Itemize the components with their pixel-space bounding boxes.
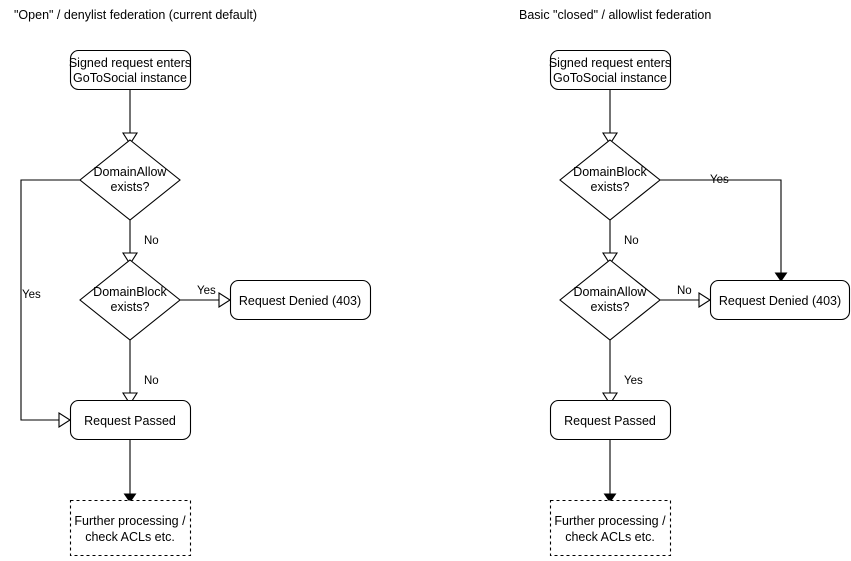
arrowhead-open-icon	[121, 392, 139, 406]
edge-domainblock-no-left: No	[121, 340, 159, 406]
arrowhead-open-icon	[601, 392, 619, 406]
request-denied-label-right: Request Denied (403)	[719, 294, 841, 308]
arrowhead-open-icon	[698, 291, 712, 309]
decision-domainblock-right-line1: DomainBlock	[573, 165, 647, 179]
edge-label-domainblock-no-right: No	[624, 235, 639, 247]
diagram-title-right: Basic "closed" / allowlist federation	[519, 8, 711, 22]
request-denied-label-left: Request Denied (403)	[239, 294, 361, 308]
decision-domainallow-left-line2: exists?	[111, 180, 150, 194]
decision-domainallow-right-line1: DomainAllow	[574, 285, 648, 299]
edge-label-domainblock-yes-right: Yes	[710, 174, 729, 186]
edge-label-domainblock-yes-left: Yes	[197, 285, 216, 297]
node-request-denied-right[interactable]: Request Denied (403)	[709, 279, 851, 321]
arrowhead-open-icon	[601, 252, 619, 266]
edge-domainblock-yes-left: Yes	[180, 285, 232, 309]
node-request-denied-left[interactable]: Request Denied (403)	[229, 279, 372, 321]
edge-passed-to-further-right	[603, 439, 617, 503]
arrowhead-open-icon	[601, 132, 619, 146]
edge-domainallow-no-left: No	[121, 220, 159, 266]
decision-domainblock-left-line2: exists?	[111, 300, 150, 314]
start-box-right-line1: Signed request enters	[549, 56, 671, 70]
further-processing-right-line2: check ACLs etc.	[565, 530, 655, 544]
further-processing-box-right[interactable]	[549, 499, 672, 557]
diagram-open-denylist: "Open" / denylist federation (current de…	[14, 8, 372, 557]
node-request-passed-right[interactable]: Request Passed	[549, 399, 672, 441]
edge-passed-to-further-left	[123, 439, 137, 503]
edge-label-domainallow-yes-left: Yes	[22, 289, 41, 301]
arrowhead-solid-icon	[123, 493, 137, 503]
arrowhead-open-icon	[121, 252, 139, 266]
node-request-passed-left[interactable]: Request Passed	[69, 399, 192, 441]
arrowhead-open-icon	[121, 132, 139, 146]
request-passed-label-right: Request Passed	[564, 414, 656, 428]
decision-domainallow-right-line2: exists?	[591, 300, 630, 314]
node-start-right[interactable]: Signed request enters GoToSocial instanc…	[549, 49, 671, 91]
request-denied-box-left[interactable]	[229, 279, 372, 321]
edge-label-domainallow-no-right: No	[677, 285, 692, 297]
edge-domainallow-no-right: No	[660, 285, 712, 309]
start-box-right-line2: GoToSocial instance	[553, 71, 667, 85]
further-processing-box-left[interactable]	[69, 499, 192, 557]
edge-domainblock-yes-right: Yes	[660, 174, 788, 282]
node-decision-domainblock-left[interactable]: DomainBlock exists?	[79, 259, 181, 341]
request-denied-box-right[interactable]	[709, 279, 851, 321]
further-processing-right-line1: Further processing /	[554, 514, 666, 528]
start-box-left-line2: GoToSocial instance	[73, 71, 187, 85]
node-decision-domainallow-left[interactable]: DomainAllow exists?	[79, 139, 181, 221]
decision-domainblock-left-line1: DomainBlock	[93, 285, 167, 299]
request-passed-label-left: Request Passed	[84, 414, 176, 428]
edge-label-domainblock-no-left: No	[144, 375, 159, 387]
arrowhead-solid-icon	[774, 272, 788, 282]
decision-domainallow-left-line1: DomainAllow	[94, 165, 168, 179]
edge-domainallow-yes-right: Yes	[601, 340, 643, 406]
edge-start-to-domainallow	[121, 89, 139, 146]
node-decision-domainblock-right[interactable]: DomainBlock exists?	[559, 139, 661, 221]
decision-domainblock-right-line2: exists?	[591, 180, 630, 194]
edge-label-domainallow-yes-right: Yes	[624, 375, 643, 387]
arrowhead-open-icon	[58, 411, 72, 429]
further-processing-left-line2: check ACLs etc.	[85, 530, 175, 544]
arrowhead-open-icon	[218, 291, 232, 309]
edge-start-to-domainblock-right	[601, 89, 619, 146]
start-box-left-line1: Signed request enters	[69, 56, 191, 70]
node-decision-domainallow-right[interactable]: DomainAllow exists?	[559, 259, 661, 341]
further-processing-left-line1: Further processing /	[74, 514, 186, 528]
diagram-closed-allowlist: Basic "closed" / allowlist federation Si…	[519, 8, 851, 557]
edge-domainblock-no-right: No	[601, 220, 639, 266]
node-start-left[interactable]: Signed request enters GoToSocial instanc…	[69, 49, 191, 91]
edge-label-domainallow-no-left: No	[144, 235, 159, 247]
node-further-processing-right[interactable]: Further processing / check ACLs etc.	[549, 499, 672, 557]
diagram-title-left: "Open" / denylist federation (current de…	[14, 8, 257, 22]
arrowhead-solid-icon	[603, 493, 617, 503]
edge-domainallow-yes-left: Yes	[20, 179, 80, 429]
node-further-processing-left[interactable]: Further processing / check ACLs etc.	[69, 499, 192, 557]
